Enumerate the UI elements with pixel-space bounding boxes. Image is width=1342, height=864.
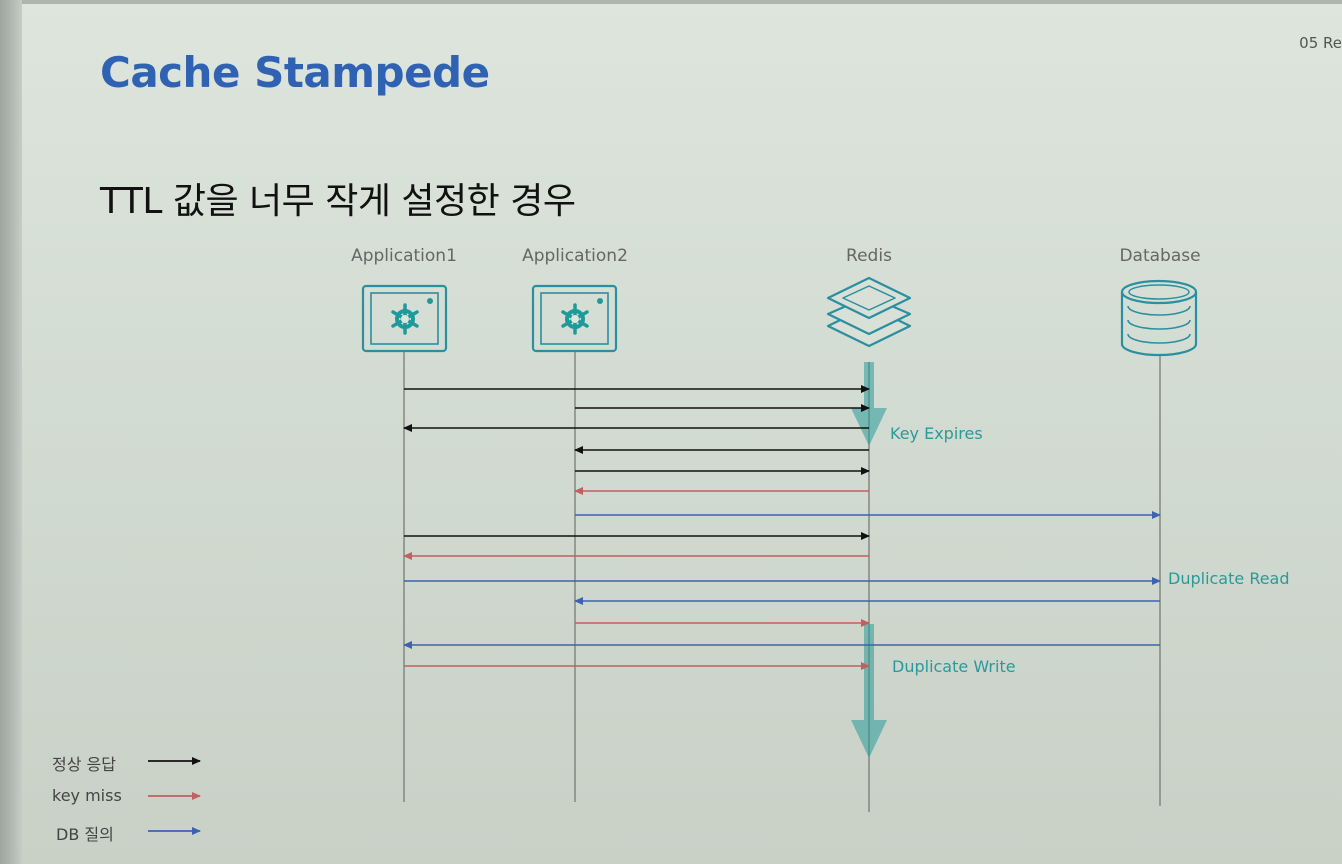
legend-miss-label: key miss [52,786,122,805]
column-label-application1: Application1 [351,246,457,266]
key-expires-arrow [851,362,887,446]
duplicate-read-label: Duplicate Read [1168,569,1290,588]
duplicate-write-label: Duplicate Write [892,657,1016,676]
message-arrows [403,385,1161,670]
top-bar [0,0,1342,4]
database-icon [1120,279,1198,357]
redis-icon [826,276,912,348]
duplicate-write-arrow [851,624,887,758]
page-tag: 05 Re [1299,34,1342,52]
column-label-redis: Redis [846,246,892,266]
slide-title: Cache Stampede [100,48,490,97]
legend-normal-label: 정상 응답 [52,755,116,774]
left-window-strip [0,0,22,864]
column-label-database: Database [1119,246,1201,266]
key-expires-label: Key Expires [890,424,983,443]
legend-db-label: DB 질의 [56,825,114,844]
application2-icon [531,284,618,353]
slide-subtitle: TTL 값을 너무 작게 설정한 경우 [100,181,576,222]
application1-icon [361,284,448,353]
column-label-application2: Application2 [522,246,628,266]
